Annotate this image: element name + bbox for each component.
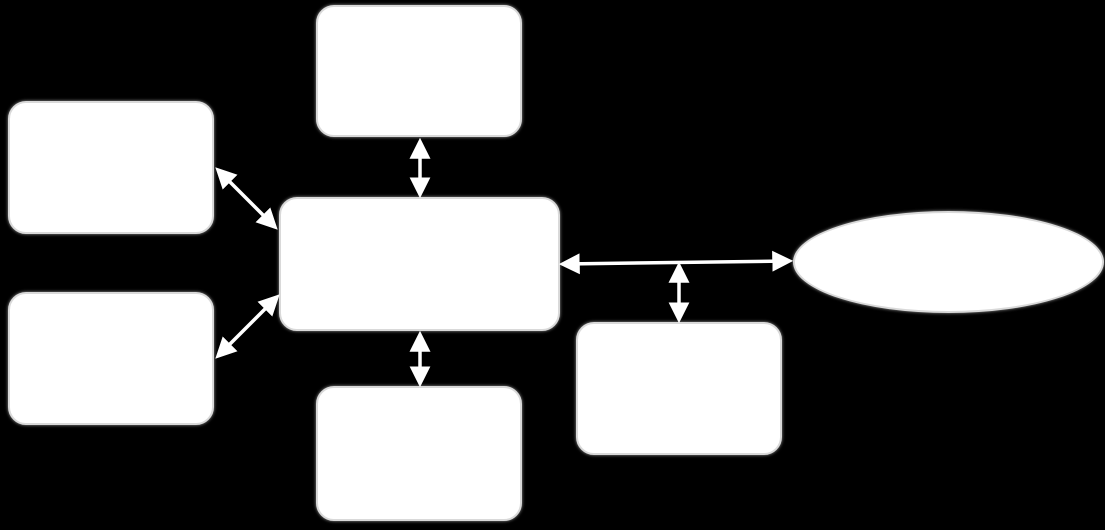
center-box [279, 197, 560, 331]
lower-left-box [8, 292, 214, 425]
arrow-lowerleft-center [215, 294, 280, 359]
bottom-box [316, 386, 522, 521]
arrow-center-ellipse [558, 250, 794, 275]
right-box [576, 322, 782, 455]
right-ellipse [793, 211, 1104, 313]
arrow-upperleft-center [215, 167, 278, 230]
top-box [316, 5, 522, 137]
upper-left-box [8, 101, 214, 234]
